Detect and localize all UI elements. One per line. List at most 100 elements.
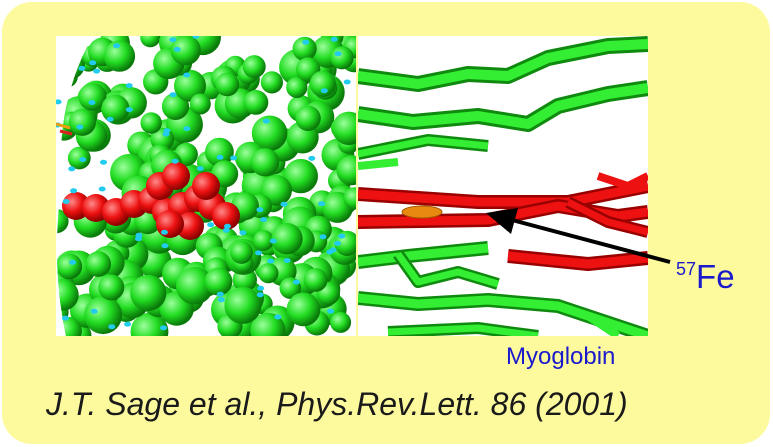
water-molecule — [256, 207, 264, 213]
water-molecule — [171, 158, 179, 164]
ligand-stub — [56, 122, 73, 136]
water-molecule — [308, 155, 316, 161]
protein-atom — [242, 55, 266, 79]
water-molecule — [106, 116, 114, 122]
water-molecule — [283, 258, 291, 263]
protein-atom — [230, 241, 253, 264]
water-molecule — [162, 131, 170, 137]
water-molecule — [76, 124, 84, 130]
protein-atom — [250, 148, 280, 177]
heme-atom — [212, 202, 240, 230]
protein-atom — [130, 274, 167, 311]
water-molecule — [160, 229, 168, 235]
protein-atom — [332, 111, 356, 146]
water-molecule — [302, 39, 310, 45]
protein-atom — [283, 158, 318, 194]
space-filling-model-svg — [56, 36, 356, 336]
water-molecule — [269, 238, 277, 244]
water-molecule — [183, 126, 191, 132]
protein-atom — [271, 223, 303, 255]
protein-atom — [295, 105, 321, 131]
heme-atom — [162, 162, 190, 190]
water-molecule — [70, 188, 78, 194]
water-molecule — [169, 92, 177, 98]
protein-atom — [330, 311, 352, 333]
ribbon-model-svg — [358, 36, 648, 336]
water-molecule — [267, 258, 275, 264]
protein-atom — [57, 253, 83, 280]
citation-text: J.T. Sage et al., Phys.Rev.Lett. 86 (200… — [46, 386, 628, 422]
water-molecule — [280, 201, 288, 207]
water-molecule — [330, 36, 338, 42]
water-molecule — [292, 279, 300, 285]
water-molecule — [255, 250, 262, 256]
iron-atom — [401, 205, 443, 219]
water-molecule — [334, 240, 341, 246]
heme-group — [358, 172, 648, 271]
protein-atom — [140, 112, 162, 134]
water-molecule — [334, 51, 342, 57]
water-molecule — [160, 325, 167, 331]
protein-atom — [251, 115, 288, 152]
protein-atom — [250, 312, 286, 336]
water-molecule — [61, 315, 69, 321]
water-molecule — [125, 107, 133, 113]
water-molecule — [192, 36, 200, 39]
protein-atom — [253, 230, 274, 251]
water-molecule — [169, 37, 177, 43]
protein-atom — [309, 70, 336, 97]
water-molecule — [78, 65, 86, 71]
water-molecule — [216, 291, 224, 297]
protein-atom — [260, 71, 283, 94]
protein-atom — [57, 209, 69, 234]
water-molecule — [183, 72, 191, 78]
protein-atom — [286, 292, 321, 327]
protein-atom — [175, 266, 214, 305]
water-molecule — [260, 217, 268, 223]
water-molecule — [230, 155, 238, 161]
water-molecule — [68, 166, 76, 172]
water-molecule — [90, 308, 98, 314]
water-molecule — [69, 259, 77, 265]
protein-atom — [336, 155, 356, 186]
water-molecule — [100, 159, 107, 165]
protein-atom — [67, 146, 91, 170]
water-molecule — [318, 201, 326, 207]
protein-atom — [189, 93, 211, 115]
protein-atom — [292, 36, 317, 61]
protein-atom — [140, 36, 161, 48]
water-molecule — [217, 297, 225, 303]
heme-atom — [192, 172, 220, 200]
protein-atom — [98, 274, 125, 301]
myoglobin-label: Myoglobin — [506, 343, 616, 370]
water-molecule — [135, 232, 143, 238]
water-molecule — [239, 230, 247, 236]
heme-atom — [156, 210, 184, 238]
lower-helix-ribbon — [358, 241, 648, 336]
protein-atom — [330, 46, 354, 70]
water-molecule — [93, 68, 101, 74]
water-molecule — [224, 223, 231, 229]
water-molecule — [98, 186, 106, 192]
protein-atom — [130, 312, 169, 336]
water-molecule — [216, 154, 224, 160]
water-molecule — [319, 234, 327, 240]
water-molecule — [256, 292, 264, 298]
protein-atom — [84, 296, 123, 335]
upper-helix-ribbon — [358, 36, 648, 170]
protein-atom — [204, 267, 233, 296]
protein-atom — [68, 108, 96, 136]
water-molecule — [161, 243, 169, 249]
protein-atom — [303, 268, 328, 292]
water-molecule — [329, 247, 337, 253]
protein-atom — [215, 72, 240, 97]
heme-closeup-image — [358, 36, 648, 336]
protein-atom — [78, 83, 107, 111]
water-molecule — [274, 314, 282, 320]
water-molecule — [88, 100, 96, 105]
water-molecule — [262, 118, 270, 124]
water-molecule — [62, 199, 70, 204]
protein-atom — [243, 90, 269, 115]
protein-atom — [57, 279, 79, 311]
protein-atom — [57, 48, 85, 80]
